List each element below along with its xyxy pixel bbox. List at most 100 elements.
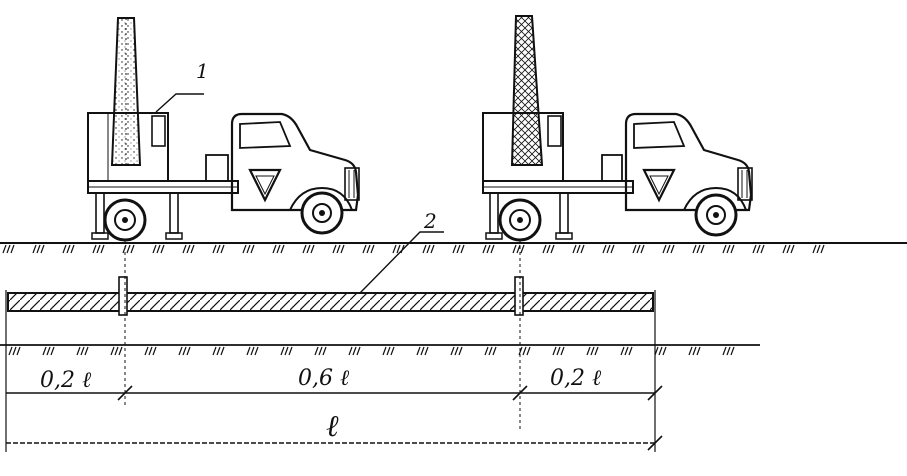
ground-hatch-mark (424, 346, 429, 356)
ground-hatch-mark (586, 346, 591, 356)
ground-hatch-mark (242, 244, 247, 254)
ground-hatch-mark (628, 346, 633, 356)
ground-hatch-mark (220, 346, 225, 356)
chassis-right (482, 180, 634, 240)
ground-hatch-mark (696, 244, 701, 254)
ground-hatch-mark (288, 346, 293, 356)
ground-hatch-mark (356, 346, 361, 356)
ground-hatch-mark (246, 346, 251, 356)
ground-hatch-mark (752, 244, 757, 254)
ground-hatch-mark (546, 244, 551, 254)
ground-hatch-mark (118, 346, 123, 356)
ground-hatch-mark (302, 244, 307, 254)
ground-hatch-mark (696, 346, 701, 356)
ground-hatch-mark (144, 346, 149, 356)
ground-hatch-mark (482, 244, 487, 254)
ground-hatch-mark (390, 346, 395, 356)
ground-hatch-mark (602, 244, 607, 254)
ground-hatch-mark (520, 244, 525, 254)
ground-hatch-mark (486, 244, 491, 254)
ground-hatch-mark (454, 346, 459, 356)
ground-hatch-mark (560, 346, 565, 356)
ground-hatch-mark (50, 346, 55, 356)
ground-hatch-mark (572, 244, 577, 254)
ground-hatch-mark (688, 346, 693, 356)
ground-hatch-mark (152, 346, 157, 356)
ground-hatch-mark (332, 244, 337, 254)
ground-hatch-mark (636, 244, 641, 254)
ground-hatch-mark (310, 244, 315, 254)
ground-hatch-mark (62, 244, 67, 254)
dim-label-right: 0,2 ℓ (550, 366, 602, 391)
ground-hatch-mark (786, 244, 791, 254)
ground-hatch-mark (40, 244, 45, 254)
ground-hatch-mark (522, 346, 527, 356)
ground-hatch-mark (148, 346, 153, 356)
ground-hatch-mark (552, 346, 557, 356)
ground-hatch-mark (318, 346, 323, 356)
ground-hatch-mark (658, 346, 663, 356)
crane-truck-left (87, 17, 360, 242)
ground-hatch-mark (726, 244, 731, 254)
ground-hatch-mark (130, 244, 135, 254)
ground-hatch-mark (250, 346, 255, 356)
ground-hatch-mark (550, 244, 555, 254)
callout-leader-1 (155, 93, 204, 113)
truck-cab-right (624, 112, 753, 212)
callout-label-element: 2 (423, 209, 437, 233)
ground-hatch-mark (276, 244, 281, 254)
ground-hatch-mark (186, 346, 191, 356)
ground-hatch-mark (110, 346, 115, 356)
ground-hatch-mark (272, 244, 277, 254)
ground-hatch-mark (212, 244, 217, 254)
ground-hatch-mark (816, 244, 821, 254)
ground-hatch-mark (492, 346, 497, 356)
ground-hatch-mark (512, 244, 517, 254)
ground-hatch-mark (314, 346, 319, 356)
ground-hatch-mark (66, 244, 71, 254)
truck-cab-left (230, 112, 360, 212)
ground-hatch-mark (2, 244, 7, 254)
crane-truck-right (482, 15, 753, 242)
ground-hatch-mark (246, 244, 251, 254)
ground-hatch-mark (84, 346, 89, 356)
rear-wheel-left (103, 198, 147, 242)
ground-hatch-mark (756, 244, 761, 254)
ground-hatch-mark (370, 244, 375, 254)
ground-hatch-mark (160, 244, 165, 254)
ground-hatch-mark (580, 244, 585, 254)
ground-hatch-mark (430, 244, 435, 254)
ground-hatch-mark (126, 244, 131, 254)
ground-hatch-mark (284, 346, 289, 356)
ground-hatch-mark (212, 346, 217, 356)
ground-hatch-mark (12, 346, 17, 356)
lifting-point-left (118, 276, 128, 316)
ground-hatch-mark (662, 244, 667, 254)
ground-line-lower (0, 344, 760, 356)
dim-label-total: ℓ (326, 409, 339, 444)
callout-leader-2 (359, 231, 444, 294)
ground-hatch-mark (556, 346, 561, 356)
ground-hatch-mark (456, 244, 461, 254)
ground-hatch-mark (392, 244, 397, 254)
ground-hatch-mark (726, 346, 731, 356)
ground-hatch-mark (182, 346, 187, 356)
ground-hatch-mark (730, 244, 735, 254)
dimension-lines (5, 240, 663, 452)
ground-hatch-mark (190, 244, 195, 254)
ground-hatch-mark (610, 244, 615, 254)
ground-hatch-mark (692, 244, 697, 254)
ground-hatch-mark (100, 244, 105, 254)
ground-hatch-mark (452, 244, 457, 254)
ground-hatch-mark (382, 346, 387, 356)
ground-hatch-mark (590, 346, 595, 356)
ground-hatch-mark (670, 244, 675, 254)
ground-hatch-mark (70, 244, 75, 254)
ground-hatch-mark (76, 346, 81, 356)
ground-hatch-mark (220, 244, 225, 254)
ground-hatch-mark (484, 346, 489, 356)
ground-hatch-mark (386, 346, 391, 356)
dim-label-left: 0,2 ℓ (40, 368, 92, 393)
ground-hatch-mark (152, 244, 157, 254)
